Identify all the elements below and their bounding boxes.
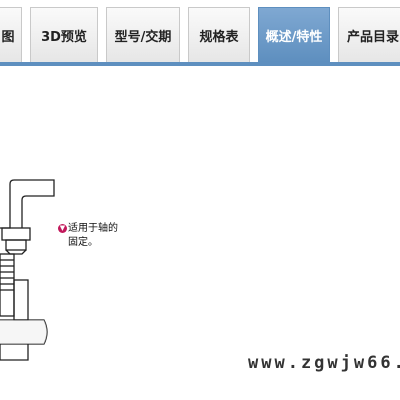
callout-text: 适用于轴的 固定。: [68, 223, 118, 248]
tab-label: 规格表: [199, 29, 239, 45]
collar-top: [1, 227, 31, 241]
watermark: www.zgwjw66.: [248, 353, 400, 373]
feature-marker-icon: ▼: [58, 224, 67, 233]
handle-outline: [0, 179, 55, 229]
tab-model-delivery[interactable]: 型号/交期: [106, 7, 180, 62]
tab-label: 图: [1, 29, 15, 45]
shank: [0, 253, 15, 317]
tab-overview-features[interactable]: 概述/特性: [258, 7, 330, 62]
tab-label: 3D预览: [41, 29, 87, 45]
tab-3d-preview[interactable]: 3D预览: [30, 7, 98, 62]
collar-mid: [5, 239, 27, 251]
mount-block: [13, 279, 29, 321]
tab-bar: 图 3D预览 型号/交期 规格表 概述/特性 产品目录: [0, 0, 400, 66]
tab-label: 概述/特性: [265, 29, 323, 45]
tab-label: 产品目录: [346, 29, 399, 45]
product-illustration: [0, 179, 55, 361]
tab-product-catalog[interactable]: 产品目录: [338, 7, 400, 62]
tab-label: 型号/交期: [114, 29, 172, 45]
tab-bar-underline: [0, 62, 400, 66]
collar-taper: [5, 249, 27, 255]
feature-callout: ▼ 适用于轴的 固定。: [58, 222, 118, 250]
tab-drawing[interactable]: 图: [0, 7, 22, 62]
tab-spec-table[interactable]: 规格表: [188, 7, 250, 62]
